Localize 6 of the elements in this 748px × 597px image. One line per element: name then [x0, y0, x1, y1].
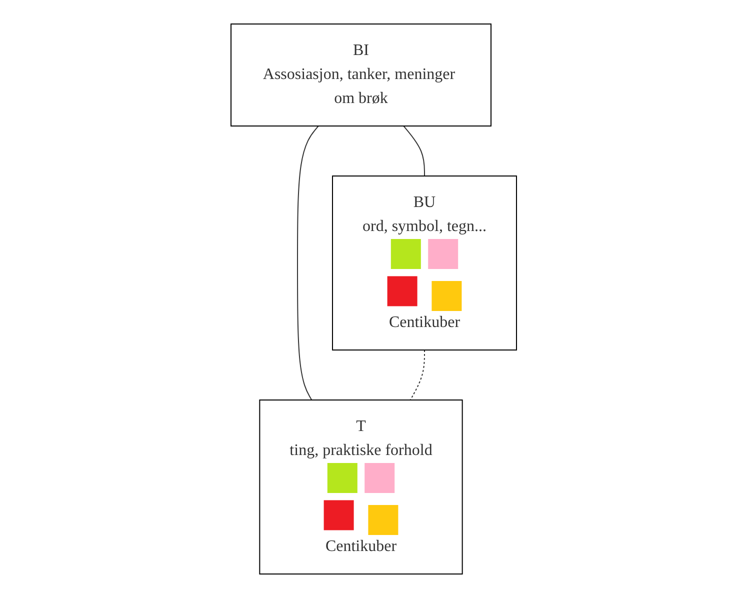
node-box: BI Assosiasjon, tanker, meninger om brøk: [230, 23, 492, 126]
node-box: T ting, praktiske forhold Centikuber: [259, 399, 464, 574]
node-box: BU ord, symbol, tegn... Centikuber: [332, 175, 518, 350]
connector: [403, 125, 426, 176]
connector: [297, 125, 320, 400]
connector: [410, 349, 426, 400]
